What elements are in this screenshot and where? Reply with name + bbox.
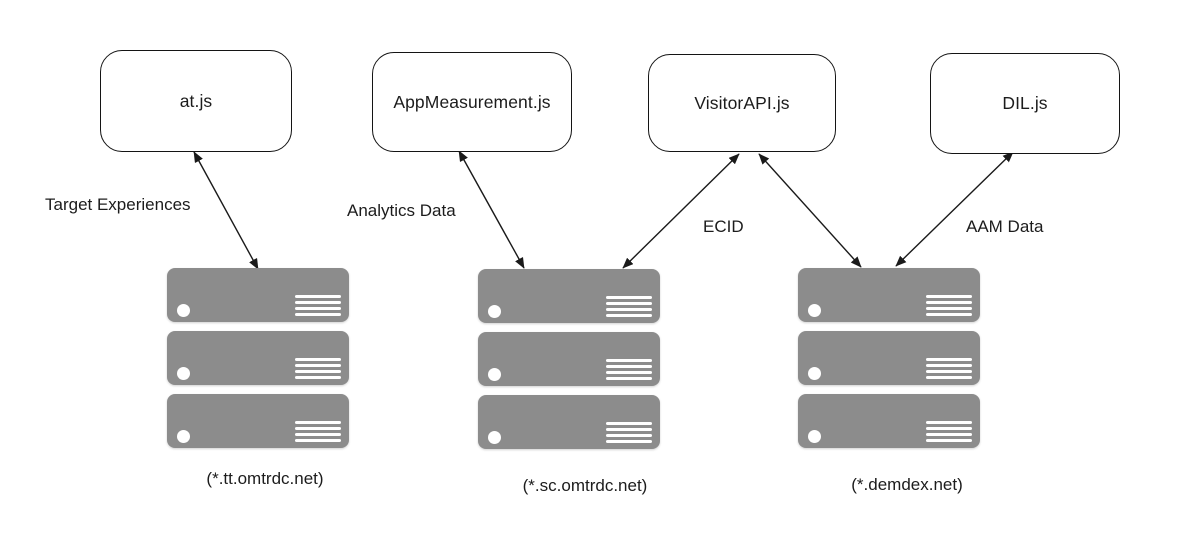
led-icon bbox=[177, 367, 190, 380]
node-visitorapi: VisitorAPI.js bbox=[648, 54, 836, 152]
node-dil-label: DIL.js bbox=[1002, 93, 1048, 113]
node-appmeasurement: AppMeasurement.js bbox=[372, 52, 572, 152]
vent-lines-icon bbox=[295, 295, 341, 319]
server-icon bbox=[167, 268, 349, 322]
arrow-visitorapi-demdex bbox=[758, 153, 862, 268]
led-icon bbox=[177, 430, 190, 443]
arrow-visitorapi-sc bbox=[622, 153, 740, 269]
led-icon bbox=[488, 431, 501, 444]
server-stack-tt bbox=[167, 268, 349, 448]
node-dil: DIL.js bbox=[930, 53, 1120, 154]
server-icon bbox=[478, 269, 660, 323]
led-icon bbox=[808, 367, 821, 380]
server-stack-sc bbox=[478, 269, 660, 449]
vent-lines-icon bbox=[606, 359, 652, 383]
server-icon bbox=[478, 332, 660, 386]
node-atjs: at.js bbox=[100, 50, 292, 152]
node-appmeasurement-label: AppMeasurement.js bbox=[393, 91, 551, 112]
led-icon bbox=[808, 304, 821, 317]
edge-label-analytics-data: Analytics Data bbox=[347, 201, 456, 220]
led-icon bbox=[488, 368, 501, 381]
edge-label-ecid: ECID bbox=[703, 217, 744, 236]
edge-label-aam-data: AAM Data bbox=[966, 217, 1044, 236]
node-atjs-label: at.js bbox=[179, 90, 213, 111]
arrow-appmeasurement-sc bbox=[458, 150, 525, 269]
server-icon bbox=[798, 331, 980, 385]
edge-label-target-experiences: Target Experiences bbox=[45, 195, 191, 214]
node-visitorapi-label: VisitorAPI.js bbox=[694, 92, 790, 113]
server-icon bbox=[478, 395, 660, 449]
vent-lines-icon bbox=[926, 295, 972, 319]
server-icon bbox=[798, 268, 980, 322]
led-icon bbox=[488, 305, 501, 318]
vent-lines-icon bbox=[606, 296, 652, 320]
vent-lines-icon bbox=[295, 358, 341, 382]
server-icon bbox=[167, 331, 349, 385]
server-icon bbox=[798, 394, 980, 448]
vent-lines-icon bbox=[606, 422, 652, 446]
arrow-dil-demdex bbox=[895, 151, 1014, 267]
led-icon bbox=[177, 304, 190, 317]
led-icon bbox=[808, 430, 821, 443]
server-stack-demdex bbox=[798, 268, 980, 448]
server-domain-tt: (*.tt.omtrdc.net) bbox=[206, 469, 324, 488]
server-domain-demdex: (*.demdex.net) bbox=[851, 475, 963, 494]
vent-lines-icon bbox=[926, 358, 972, 382]
vent-lines-icon bbox=[295, 421, 341, 445]
server-icon bbox=[167, 394, 349, 448]
vent-lines-icon bbox=[926, 421, 972, 445]
arrow-atjs-tt bbox=[193, 151, 259, 270]
server-domain-sc: (*.sc.omtrdc.net) bbox=[522, 476, 648, 495]
